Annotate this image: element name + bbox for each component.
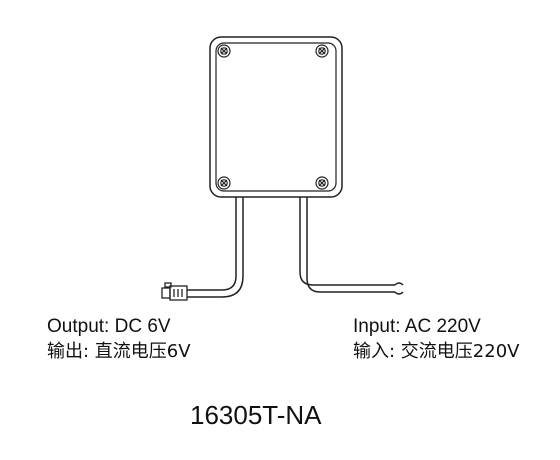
power-supply-housing	[209, 36, 343, 198]
screw-icon	[217, 44, 231, 58]
output-label-chinese: 输出: 直流电压6V	[47, 341, 191, 362]
input-label-chinese: 输入: 交流电压220V	[353, 341, 520, 362]
connector-plug-icon	[161, 282, 188, 301]
screw-icon	[315, 44, 329, 58]
screw-icon	[315, 176, 329, 190]
model-number: 16305T-NA	[190, 400, 322, 430]
input-cable	[299, 197, 404, 295]
input-label: Input: AC 220V	[353, 316, 481, 337]
screw-icon	[217, 176, 231, 190]
output-label: Output: DC 6V	[47, 316, 171, 337]
output-cable	[187, 197, 244, 298]
